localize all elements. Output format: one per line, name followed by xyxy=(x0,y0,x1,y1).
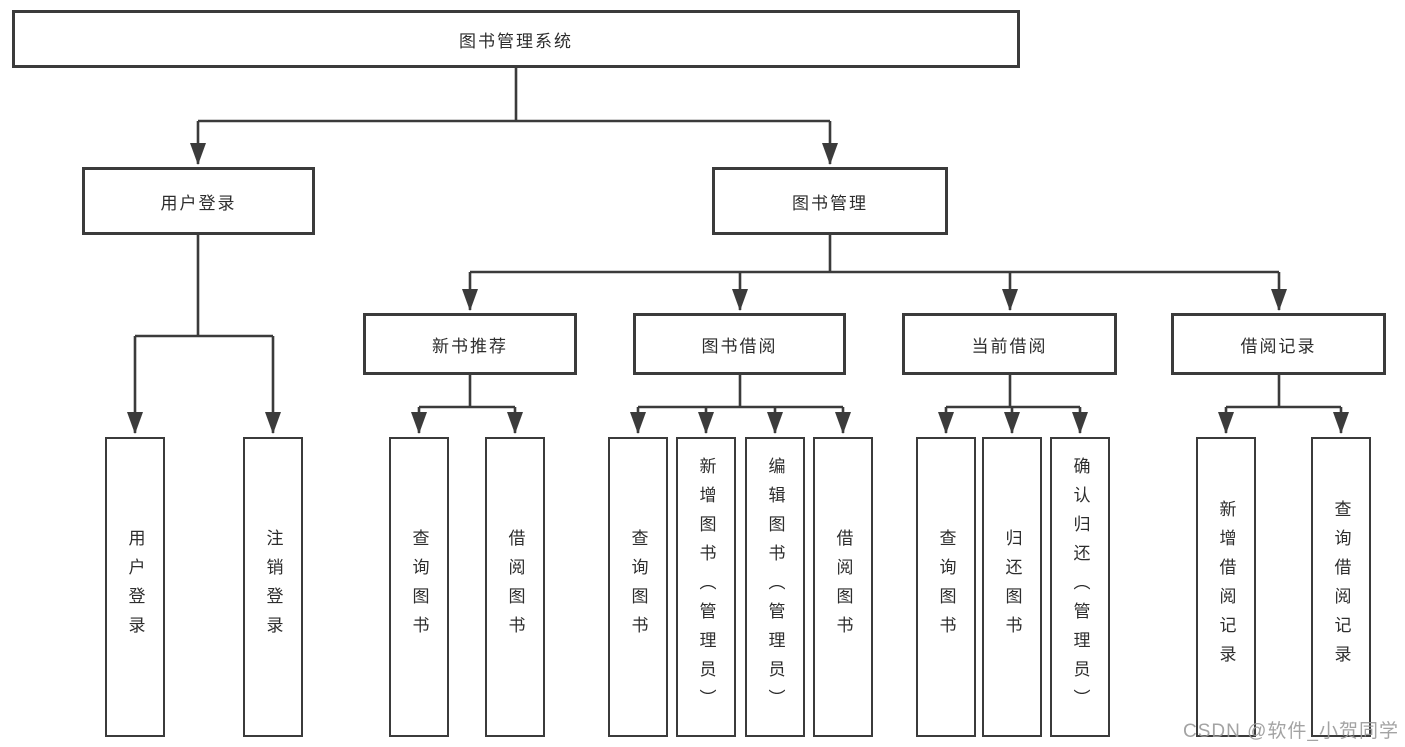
node-book-borrowing: 图书借阅 xyxy=(633,313,846,375)
node-label: 借阅记录 xyxy=(1240,336,1317,356)
leaf-borrow-query-books: 查询图书 xyxy=(608,437,668,737)
node-label: 确认归还（管理员） xyxy=(1070,456,1090,718)
node-label: 查询图书 xyxy=(409,529,429,645)
node-label: 新增借阅记录 xyxy=(1216,500,1236,674)
node-label: 查询借阅记录 xyxy=(1331,500,1351,674)
node-label: 新书推荐 xyxy=(432,336,508,356)
node-root: 图书管理系统 xyxy=(12,10,1020,68)
node-label: 用户登录 xyxy=(160,193,237,213)
leaf-newbook-query-books: 查询图书 xyxy=(389,437,449,737)
leaf-borrow-borrow-books: 借阅图书 xyxy=(813,437,873,737)
node-label: 借阅图书 xyxy=(505,529,525,645)
node-label: 查询图书 xyxy=(936,529,956,645)
node-label: 图书借阅 xyxy=(701,336,778,356)
leaf-user-login: 用户登录 xyxy=(105,437,165,737)
node-label: 注销登录 xyxy=(263,529,283,645)
node-label: 新增图书（管理员） xyxy=(696,456,716,718)
node-label: 图书管理 xyxy=(792,193,868,213)
leaf-borrow-edit-books-admin: 编辑图书（管理员） xyxy=(745,437,805,737)
leaf-records-query-record: 查询借阅记录 xyxy=(1311,437,1371,737)
leaf-records-add-record: 新增借阅记录 xyxy=(1196,437,1256,737)
node-label: 归还图书 xyxy=(1002,529,1022,645)
leaf-newbook-borrow-books: 借阅图书 xyxy=(485,437,545,737)
node-label: 图书管理系统 xyxy=(459,31,573,51)
node-label: 查询图书 xyxy=(628,529,648,645)
node-label: 用户登录 xyxy=(125,529,145,645)
leaf-borrow-add-books-admin: 新增图书（管理员） xyxy=(676,437,736,737)
node-label: 编辑图书（管理员） xyxy=(765,456,785,718)
leaf-logout: 注销登录 xyxy=(243,437,303,737)
node-user-login: 用户登录 xyxy=(82,167,315,235)
node-label: 借阅图书 xyxy=(833,529,853,645)
node-current-borrowing: 当前借阅 xyxy=(902,313,1117,375)
node-borrowing-records: 借阅记录 xyxy=(1171,313,1386,375)
leaf-current-query-books: 查询图书 xyxy=(916,437,976,737)
leaf-current-return-books: 归还图书 xyxy=(982,437,1042,737)
leaf-current-confirm-return-admin: 确认归还（管理员） xyxy=(1050,437,1110,737)
watermark: CSDN @软件_小贺同学 xyxy=(1183,721,1399,742)
node-book-management: 图书管理 xyxy=(712,167,948,235)
node-new-book-recommend: 新书推荐 xyxy=(363,313,577,375)
node-label: 当前借阅 xyxy=(971,336,1048,356)
